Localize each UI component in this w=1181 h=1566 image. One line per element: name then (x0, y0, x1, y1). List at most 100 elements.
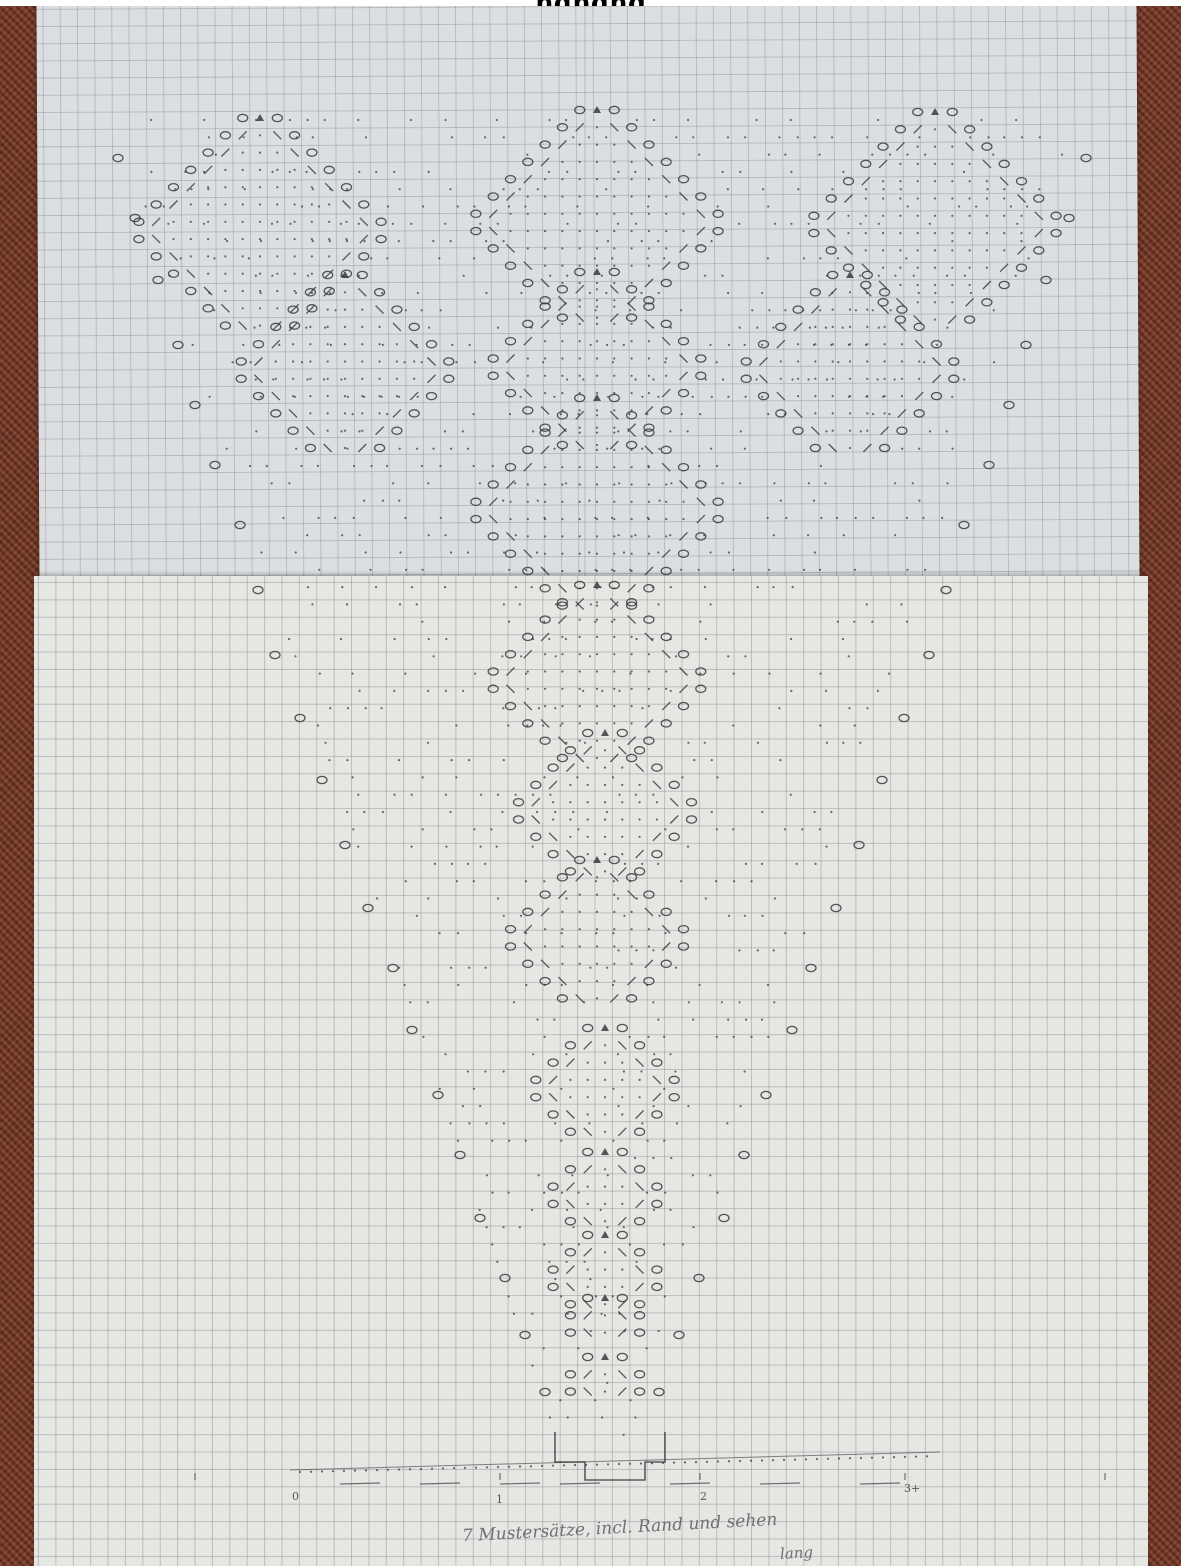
knit-stitch-symbol (560, 413, 562, 415)
knit-stitch-symbol (783, 1459, 785, 1461)
knit-stitch-symbol (631, 178, 633, 180)
knit-stitch-symbol (946, 430, 948, 432)
knit-stitch-symbol (727, 188, 729, 190)
ssk-symbol (170, 252, 178, 260)
ssk-symbol (507, 372, 515, 380)
knit-stitch-symbol (361, 395, 363, 397)
k2tog-symbol (489, 498, 497, 506)
yarn-over-symbol (575, 856, 585, 863)
knit-stitch-symbol (497, 223, 499, 225)
yarn-over-symbol (506, 176, 516, 183)
knit-stitch-symbol (934, 128, 936, 130)
yarn-over-symbol (565, 747, 575, 754)
knit-stitch-symbol (605, 136, 607, 138)
yarn-over-symbol (713, 516, 723, 523)
k2tog-symbol (653, 833, 661, 841)
knit-stitch-symbol (664, 1295, 666, 1297)
yarn-over-symbol (806, 964, 816, 971)
knit-stitch-symbol (612, 361, 614, 363)
axis-label-3: 3+ (904, 1482, 920, 1495)
k2tog-symbol (618, 1128, 626, 1136)
knit-stitch-symbol (641, 240, 643, 242)
knit-stitch-symbol (613, 340, 615, 342)
knit-stitch-symbol (596, 317, 598, 319)
knit-stitch-symbol (503, 551, 505, 553)
knit-stitch-symbol (346, 188, 348, 190)
knit-stitch-symbol (444, 430, 446, 432)
knit-stitch-symbol (307, 275, 309, 277)
knit-stitch-symbol (612, 984, 614, 986)
knit-stitch-symbol (761, 396, 763, 398)
knit-stitch-symbol (548, 171, 550, 173)
knit-stitch-symbol (485, 1226, 487, 1228)
knit-stitch-symbol (618, 794, 620, 796)
yarn-over-symbol (488, 481, 498, 488)
knit-stitch-symbol (208, 396, 210, 398)
ssk-symbol (524, 702, 532, 710)
knit-stitch-symbol (780, 360, 782, 362)
ssk-symbol (697, 498, 705, 506)
yarn-over-symbol (661, 908, 671, 915)
knit-stitch-symbol (848, 655, 850, 657)
knit-stitch-symbol (929, 430, 931, 432)
knit-stitch-symbol (527, 670, 529, 672)
knit-stitch-symbol (613, 432, 615, 434)
knit-stitch-symbol (526, 154, 528, 156)
knit-stitch-symbol (631, 161, 633, 163)
knit-stitch-symbol (739, 171, 741, 173)
knit-stitch-symbol (484, 1070, 486, 1072)
yarn-over-symbol (776, 410, 786, 417)
double-decrease-symbol (601, 1148, 609, 1155)
knit-stitch-symbol (860, 430, 862, 432)
knit-stitch-symbol (404, 517, 406, 519)
knit-stitch-symbol (613, 323, 615, 325)
knit-stitch-symbol (508, 205, 510, 207)
yarn-over-symbol (635, 1312, 645, 1319)
knit-stitch-symbol (572, 1226, 574, 1228)
knit-stitch-symbol (464, 1467, 466, 1469)
ssk-symbol (541, 719, 549, 727)
ssk-symbol (428, 358, 436, 366)
knit-stitch-symbol (347, 707, 349, 709)
ssk-symbol (576, 441, 584, 449)
knit-stitch-symbol (709, 551, 711, 553)
ssk-symbol (152, 235, 160, 243)
knit-stitch-symbol (635, 949, 637, 951)
knit-stitch-symbol (276, 307, 278, 309)
knit-stitch-symbol (1015, 119, 1017, 121)
yarn-over-symbol (652, 1059, 662, 1066)
knit-stitch-symbol (813, 136, 815, 138)
knit-stitch-symbol (631, 945, 633, 947)
knit-stitch-symbol (327, 360, 329, 362)
knit-stitch-symbol (648, 195, 650, 197)
yarn-over-symbol (674, 1331, 684, 1338)
knit-stitch-symbol (604, 1096, 606, 1098)
knit-stitch-symbol (579, 636, 581, 638)
knit-stitch-symbol (790, 119, 792, 121)
knit-stitch-symbol (604, 1168, 606, 1170)
yarn-over-symbol (203, 305, 213, 312)
knit-stitch-symbol (761, 1459, 763, 1461)
k2tog-symbol (170, 201, 178, 209)
knit-stitch-symbol (631, 911, 633, 913)
ssk-symbol (645, 633, 653, 641)
knit-stitch-symbol (353, 465, 355, 467)
knit-stitch-symbol (552, 818, 554, 820)
yarn-over-symbol (741, 358, 751, 365)
knit-stitch-symbol (561, 213, 563, 215)
knit-stitch-symbol (894, 534, 896, 536)
k2tog-symbol (566, 764, 574, 772)
knit-stitch-symbol (986, 249, 988, 251)
yarn-over-symbol (557, 124, 567, 131)
knit-stitch-symbol (560, 1140, 562, 1142)
knit-stitch-symbol (525, 984, 527, 986)
yarn-over-symbol (565, 1329, 575, 1336)
ssk-symbol (187, 270, 195, 278)
knit-stitch-symbol (604, 1113, 606, 1115)
yarn-over-symbol (186, 166, 196, 173)
knit-stitch-symbol (579, 265, 581, 267)
knit-stitch-symbol (842, 742, 844, 744)
knit-stitch-symbol (613, 247, 615, 249)
k2tog-symbol (428, 375, 436, 383)
yarn-over-symbol (113, 154, 123, 161)
